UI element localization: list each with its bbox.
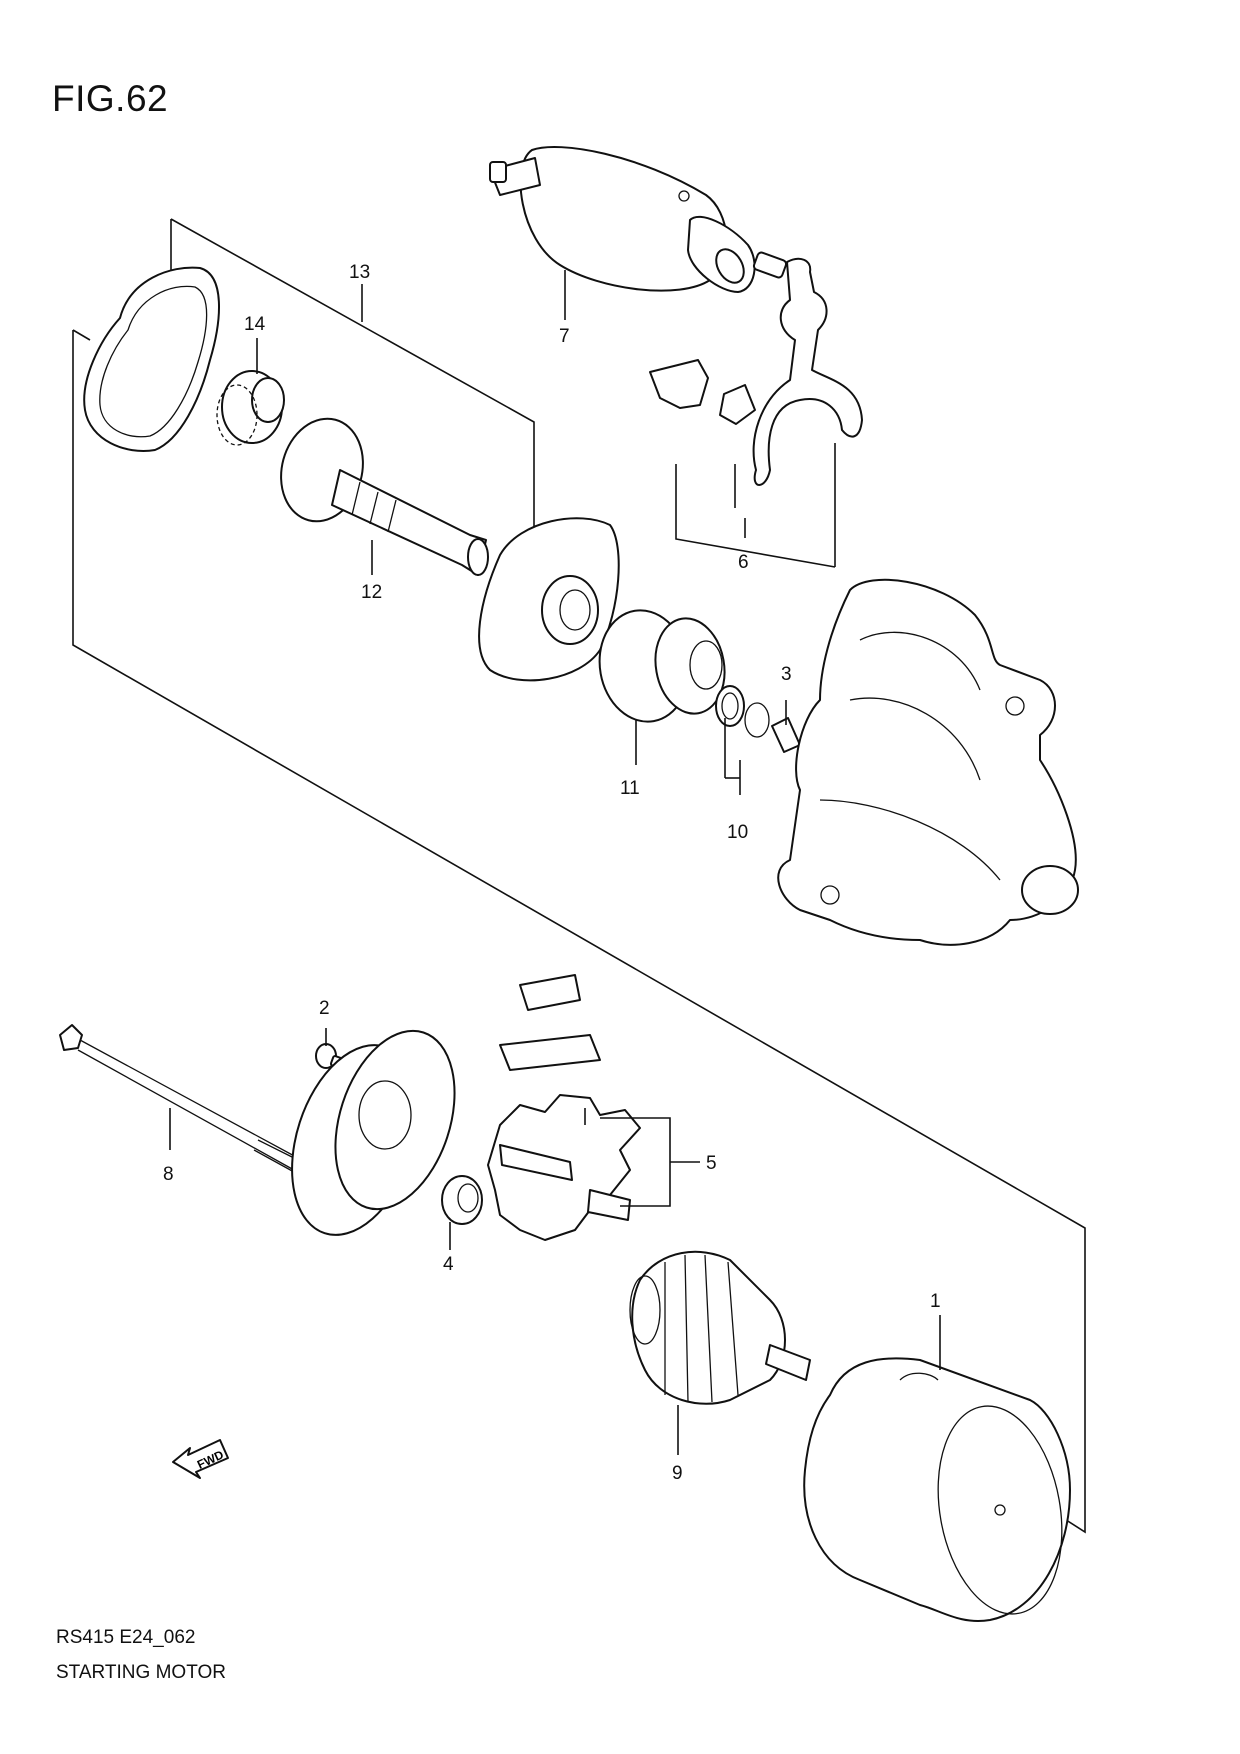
diagram-name: STARTING MOTOR xyxy=(56,1662,226,1683)
leader-lines xyxy=(169,270,941,1455)
brush-set-part xyxy=(487,974,641,1241)
through-bolt-part xyxy=(59,1024,299,1173)
diagram-code: RS415 E24_062 xyxy=(56,1627,196,1648)
callout-2: 2 xyxy=(319,998,330,1019)
callout-1: 1 xyxy=(930,1291,941,1312)
callout-12: 12 xyxy=(361,582,382,603)
figure-title: FIG.62 xyxy=(52,78,169,119)
overrunning-clutch-part xyxy=(598,609,726,723)
callout-8: 8 xyxy=(163,1164,174,1185)
housing-ring-part xyxy=(83,266,220,452)
callout-7: 7 xyxy=(559,326,570,347)
forward-arrow-indicator: FWD xyxy=(172,1439,229,1479)
callout-10: 10 xyxy=(727,822,748,843)
yoke-part xyxy=(803,1357,1071,1622)
callout-3: 3 xyxy=(781,664,792,685)
front-bracket-part xyxy=(478,517,620,682)
planetary-gear-part xyxy=(216,370,285,446)
lever-set-part xyxy=(649,257,863,486)
solenoid-switch-part xyxy=(489,146,788,293)
callout-11: 11 xyxy=(620,778,640,799)
callout-6: 6 xyxy=(738,552,749,573)
rear-end-frame-part xyxy=(291,1029,456,1236)
callout-13: 13 xyxy=(349,262,370,283)
callout-4: 4 xyxy=(443,1254,454,1275)
callout-9: 9 xyxy=(672,1463,683,1484)
bearing-cap-part xyxy=(441,1175,483,1225)
stop-ring-set-part xyxy=(715,685,770,738)
callout-numbers: 1 2 3 4 5 6 7 8 9 10 11 12 13 14 xyxy=(163,262,941,1484)
armature-shaft-part xyxy=(280,417,489,576)
armature-part xyxy=(629,1250,811,1405)
motor-housing-part xyxy=(777,578,1079,946)
callout-5: 5 xyxy=(706,1153,717,1174)
callout-14: 14 xyxy=(244,314,266,335)
